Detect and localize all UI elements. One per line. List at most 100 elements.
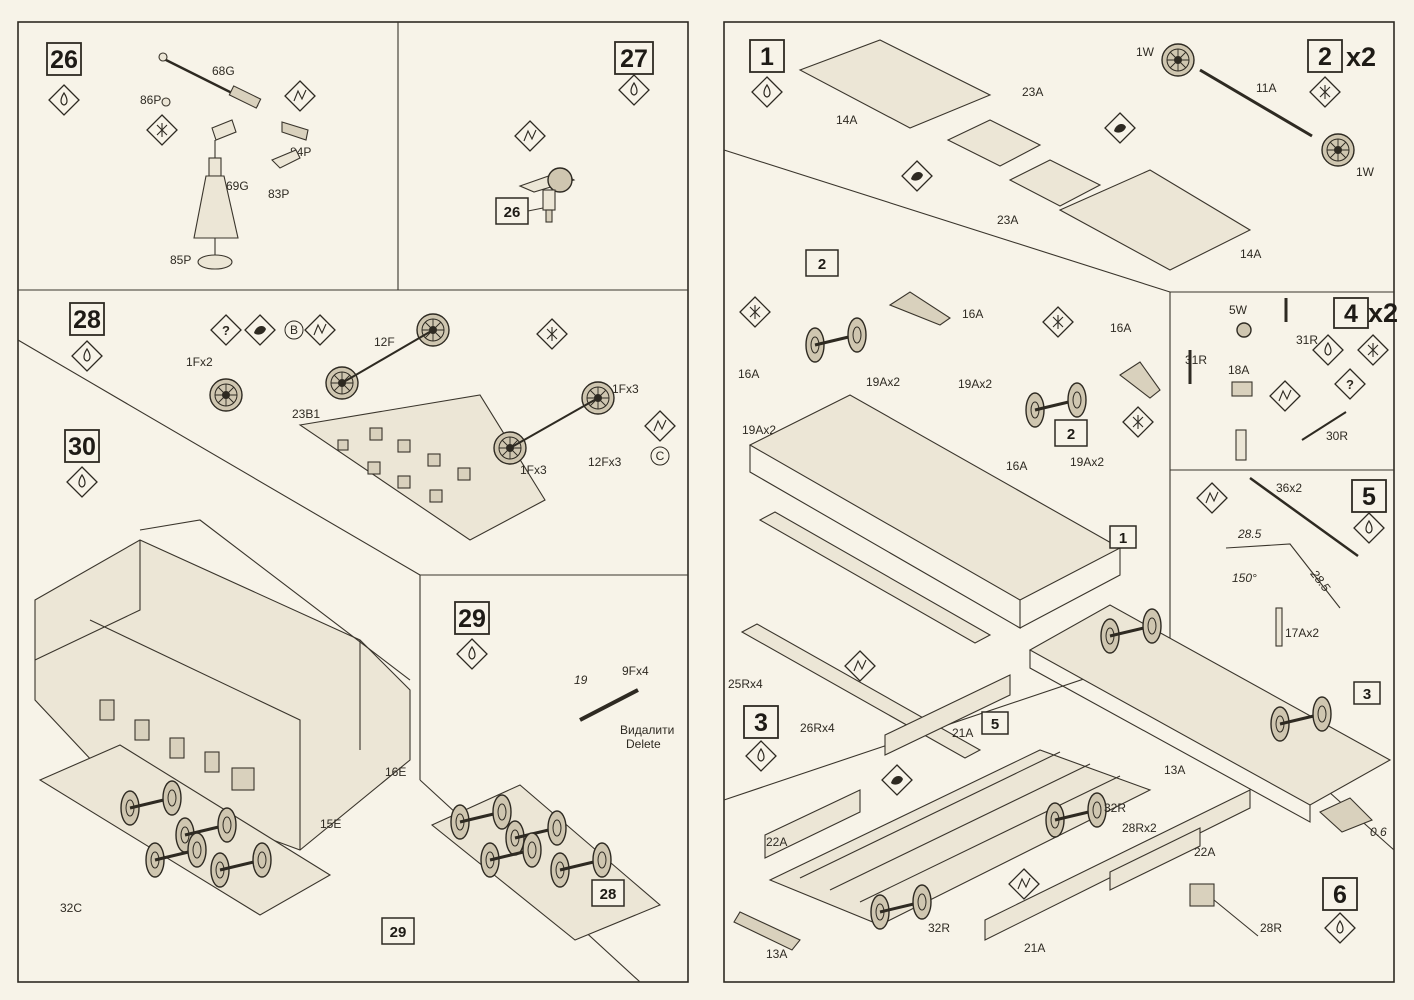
part-label: 23A — [997, 213, 1018, 227]
wheel-part — [1321, 133, 1355, 167]
part-label: 26Rx4 — [800, 721, 835, 735]
ref-step: 26 — [504, 204, 521, 221]
part-label: 11A — [1256, 81, 1276, 95]
part-label: 1Fx3 — [520, 463, 547, 477]
cut-icon — [1269, 380, 1301, 412]
part-label: 13A — [766, 947, 787, 961]
part-label: 19Ax2 — [1070, 455, 1104, 469]
ref-step: 3 — [1363, 686, 1371, 703]
ref-step: 2 — [1067, 426, 1075, 443]
step-6: 6 13A 13A 21A 21A 22A 22A 5 32R 32R 28Rx… — [733, 674, 1358, 961]
part-14A-frame — [1058, 169, 1252, 271]
step-number: 28 — [73, 306, 101, 334]
wheel-part — [209, 378, 243, 412]
paint-icon — [146, 114, 178, 146]
cut-icon — [284, 80, 316, 112]
note-delete-en: Delete — [626, 737, 661, 751]
part-13A-deck — [768, 749, 1152, 926]
glue-icon — [1324, 912, 1356, 944]
part-label: 19Ax2 — [742, 423, 776, 437]
dimension: 150° — [1232, 571, 1257, 585]
ref-step: 28 — [600, 886, 617, 903]
part-label: 16A — [738, 367, 759, 381]
part-label: 15E — [320, 817, 341, 831]
step-5: 5 36x2 28.5 28.5 150° 17Ax2 3 0.6 — [1028, 476, 1392, 839]
part-tray — [430, 784, 662, 941]
part-label: 16A — [1110, 321, 1131, 335]
part-label: 18A — [1228, 363, 1249, 377]
question-icon — [210, 314, 242, 346]
step-multiplier: x2 — [1346, 42, 1376, 72]
part-label: 23B1 — [292, 407, 320, 421]
part-label: 25Rx4 — [728, 677, 763, 691]
step-27: 27 26 — [495, 41, 654, 225]
part-label: 83P — [268, 187, 289, 201]
part-label: 16A — [1006, 459, 1027, 473]
paint-icon — [1122, 406, 1154, 438]
glue-icon — [71, 340, 103, 372]
glue-icon — [751, 76, 783, 108]
part-label: 32R — [928, 921, 950, 935]
axle-part — [804, 316, 868, 364]
step-26: 26 68G 86P 84P 83P 69G 85P — [46, 42, 316, 270]
step-29: 29 9Fx4 19 Видалити Delete 28 — [430, 601, 674, 941]
step-number: 4 — [1344, 300, 1358, 328]
step-3: 3 2 2 16A 16A 16A 16A 19Ax2 19Ax2 19Ax2 … — [728, 249, 1161, 772]
part-label: 5W — [1229, 303, 1248, 317]
ref-step: 5 — [991, 716, 999, 733]
cut-icon — [644, 410, 676, 442]
step-number: 2 — [1318, 43, 1332, 71]
part-label: 1W — [1136, 45, 1155, 59]
marker-letter: C — [656, 449, 665, 463]
part-label: 14A — [1240, 247, 1261, 261]
part-label: 36x2 — [1276, 481, 1302, 495]
decal-icon — [244, 314, 276, 346]
part-label: 16A — [962, 307, 983, 321]
glue-icon — [48, 84, 80, 116]
decal-icon — [901, 160, 933, 192]
paint-icon — [1357, 334, 1389, 366]
part-69G-cone — [193, 175, 239, 239]
step-number: 29 — [458, 605, 486, 633]
part-label: 68G — [212, 64, 235, 78]
step-number: 1 — [760, 43, 774, 71]
part-label: 28Rx2 — [1122, 821, 1157, 835]
part-label: 16E — [385, 765, 406, 779]
note-delete-ua: Видалити — [620, 723, 674, 737]
cut-icon — [1196, 482, 1228, 514]
paint-icon — [1309, 76, 1341, 108]
step-30: 30 16E 15E 32C 29 — [34, 429, 415, 945]
part-label: 14A — [836, 113, 857, 127]
cut-icon — [514, 120, 546, 152]
part-label: 1Fx3 — [612, 382, 639, 396]
step-4: 4 x2 5W 31R 31R 18A 30R — [1185, 297, 1398, 461]
step-multiplier: x2 — [1368, 298, 1398, 328]
step-number: 5 — [1362, 483, 1376, 511]
marker-letter: B — [290, 323, 298, 337]
step-number: 30 — [68, 433, 96, 461]
dimension: 19 — [574, 673, 588, 687]
glue-icon — [456, 638, 488, 670]
part-label: 1Fx2 — [186, 355, 213, 369]
part-label: 22A — [766, 835, 787, 849]
dimension: 28.5 — [1237, 527, 1262, 541]
part-label: 31R — [1185, 353, 1207, 367]
part-label: 19Ax2 — [958, 377, 992, 391]
step-28: 28 B 1Fx2 12F 23B1 1Fx3 1Fx3 12Fx3 C — [69, 302, 676, 541]
step-number: 26 — [50, 46, 78, 74]
part-label: 12Fx3 — [588, 455, 622, 469]
part-label: 23A — [1022, 85, 1043, 99]
cut-icon — [304, 314, 336, 346]
glue-icon — [745, 740, 777, 772]
part-label: 85P — [170, 253, 191, 267]
part-label: 19Ax2 — [866, 375, 900, 389]
question-icon — [1334, 368, 1366, 400]
step-1: 1 14A 23A 23A 14A — [749, 39, 1261, 271]
glue-icon — [66, 466, 98, 498]
part-label: 12F — [374, 335, 395, 349]
part-label: 9Fx4 — [622, 664, 649, 678]
chassis-assembled — [1028, 604, 1392, 806]
decal-icon — [1104, 112, 1136, 144]
part-label: 17Ax2 — [1285, 626, 1319, 640]
part-label: 86P — [140, 93, 161, 107]
